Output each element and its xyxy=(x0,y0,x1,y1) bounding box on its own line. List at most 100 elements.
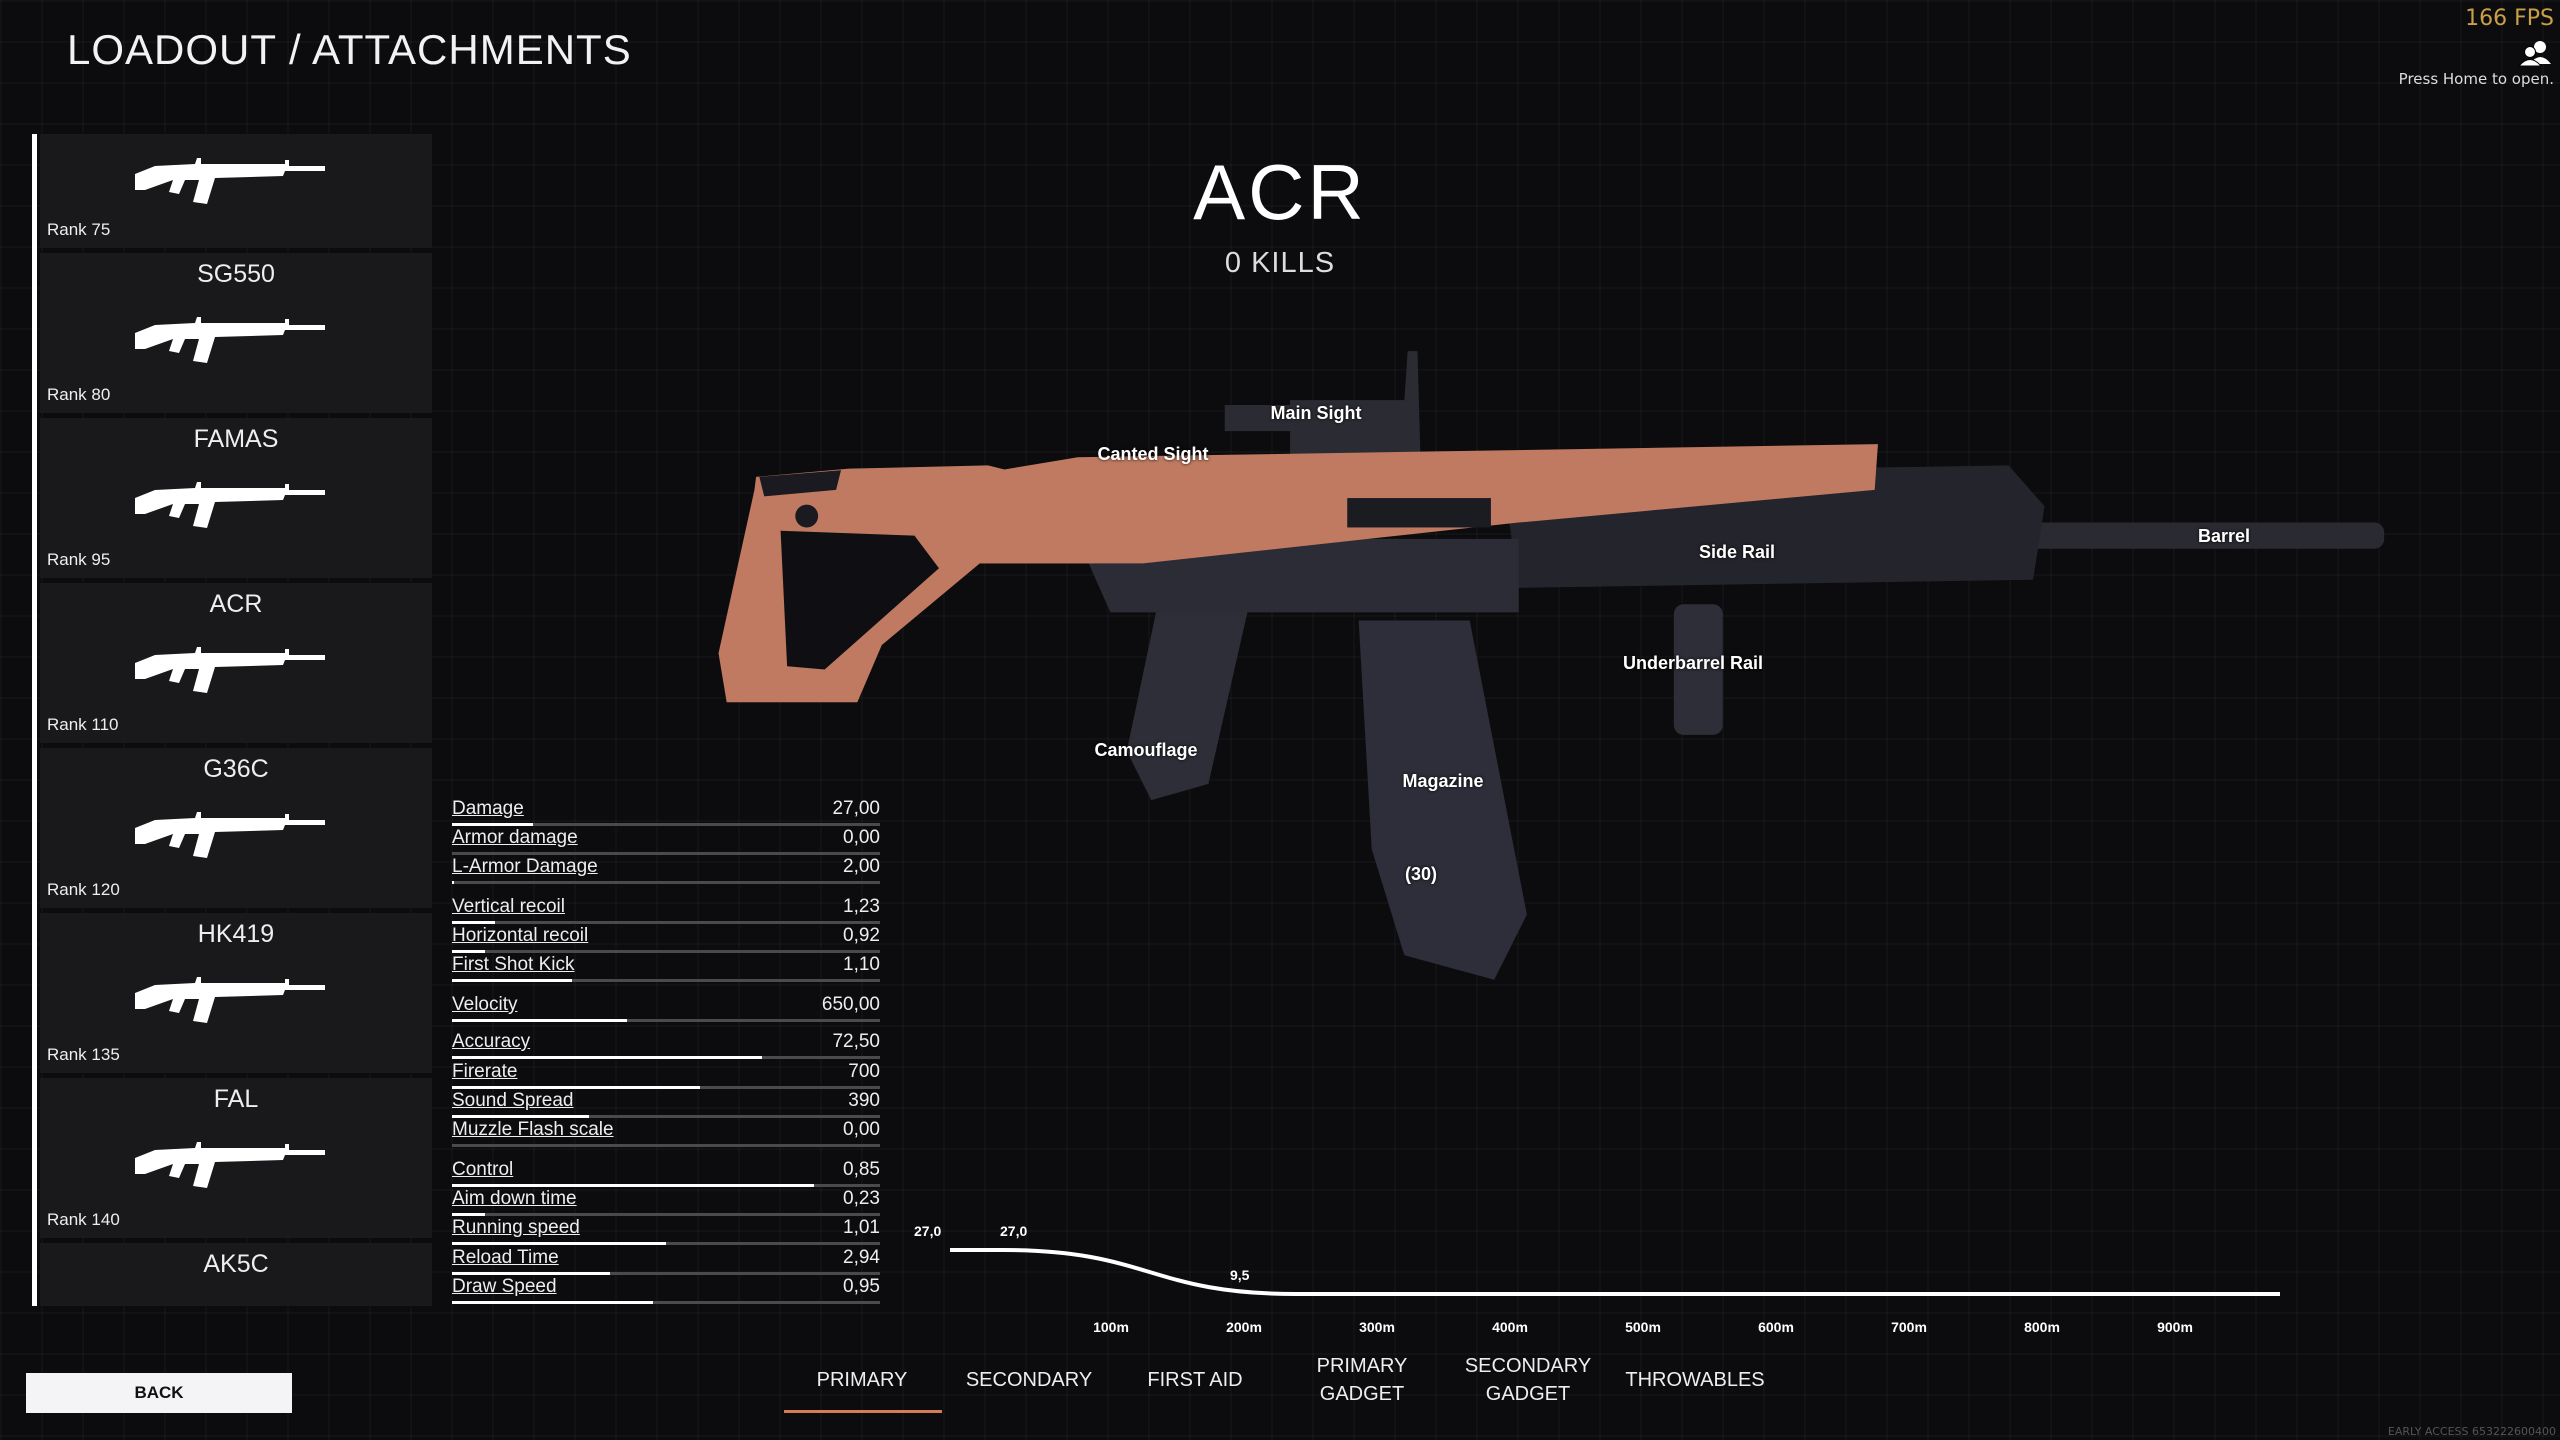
stat-label: Reload Time xyxy=(452,1247,559,1268)
stat-value: 27,00 xyxy=(832,798,880,819)
x-tick-label: 300m xyxy=(1359,1319,1395,1335)
attachment-camouflage[interactable]: Camouflage xyxy=(1094,740,1198,760)
weapon-card-rank: Rank 135 xyxy=(47,1045,120,1064)
weapon-card[interactable]: AK5C xyxy=(40,1243,432,1306)
back-button[interactable]: BACK xyxy=(26,1373,292,1413)
stat-bar xyxy=(452,921,880,924)
damage-line xyxy=(950,1248,2280,1296)
x-tick-label: 100m xyxy=(1093,1319,1129,1335)
attachment-main-sight[interactable]: Main Sight xyxy=(1270,403,1362,423)
attachment-canted-sight[interactable]: Canted Sight xyxy=(1097,444,1209,464)
stat-bar-fill xyxy=(452,823,534,826)
fps-counter: 166 FPS xyxy=(2465,6,2554,31)
stat-value: 0,92 xyxy=(843,925,880,946)
tab-secondary[interactable]: SECONDARY xyxy=(954,1350,1104,1410)
stat-label: Velocity xyxy=(452,994,518,1015)
tab-throwables[interactable]: THROWABLES xyxy=(1620,1350,1770,1410)
weapon-kills: 0 KILLS xyxy=(1224,247,1336,279)
press-home-hint: Press Home to open. xyxy=(2398,70,2554,88)
point-label: 27,0 xyxy=(914,1223,941,1239)
stat-bar xyxy=(452,881,880,884)
weapon-silhouette-icon xyxy=(135,977,325,1023)
stat-label: First Shot Kick xyxy=(452,954,575,975)
tab-label: THROWABLES xyxy=(1625,1369,1765,1391)
weapon-silhouette-icon xyxy=(135,158,325,204)
stat-row: Running speed 1,01 xyxy=(452,1217,880,1245)
weapon-silhouette-icon xyxy=(135,647,325,693)
x-tick-label: 600m xyxy=(1758,1319,1794,1335)
stat-bar-fill xyxy=(452,1301,654,1304)
stat-bar-fill xyxy=(452,1184,814,1187)
attachment-side-rail[interactable]: Side Rail xyxy=(1698,542,1776,562)
attachment-underbarrel-rail[interactable]: Underbarrel Rail xyxy=(1622,653,1764,673)
stat-bar xyxy=(452,1272,880,1275)
stat-value: 0,95 xyxy=(843,1276,880,1297)
magazine-part xyxy=(1358,620,1527,980)
x-tick-label: 900m xyxy=(2157,1319,2193,1335)
stat-bar xyxy=(452,1144,880,1147)
stat-bar xyxy=(452,1056,880,1059)
weapon-card-rank: Rank 75 xyxy=(47,220,111,239)
point-label: 27,0 xyxy=(1000,1223,1027,1239)
stat-bar-fill xyxy=(452,1242,666,1245)
stat-label: Accuracy xyxy=(452,1031,531,1052)
stat-value: 1,01 xyxy=(843,1217,880,1238)
weapon-card[interactable]: Rank 75 xyxy=(40,134,432,248)
stat-bar xyxy=(452,1184,880,1187)
active-tab-indicator xyxy=(784,1410,942,1413)
weapon-silhouette-icon xyxy=(135,1293,325,1306)
tab-label: PRIMARY xyxy=(816,1369,908,1391)
stat-bar-fill xyxy=(452,1019,628,1022)
weapon-card-name: ACR xyxy=(209,590,263,618)
stat-label: Aim down time xyxy=(452,1188,577,1209)
x-tick-label: 200m xyxy=(1226,1319,1262,1335)
friends-icon[interactable] xyxy=(2518,40,2552,66)
stat-label: Running speed xyxy=(452,1217,580,1238)
stat-bar xyxy=(452,950,880,953)
stat-bar xyxy=(452,979,880,982)
attachment-barrel[interactable]: Barrel xyxy=(2197,526,2251,546)
tab-first-aid[interactable]: FIRST AID xyxy=(1120,1350,1270,1410)
stat-bar-fill xyxy=(452,1272,611,1275)
stat-value: 2,00 xyxy=(843,856,880,877)
stat-value: 700 xyxy=(848,1061,880,1082)
x-tick-label: 500m xyxy=(1625,1319,1661,1335)
stat-bar xyxy=(452,1019,880,1022)
handguard-part xyxy=(1502,465,2045,588)
weapon-card-rank: Rank 95 xyxy=(47,550,111,569)
page-title: LOADOUT / ATTACHMENTS xyxy=(67,26,632,73)
weapon-card-name: SG550 xyxy=(197,260,275,288)
stat-bar-fill xyxy=(452,950,485,953)
attachment-magazine[interactable]: Magazine xyxy=(1402,771,1484,791)
tab-secondary-gadget[interactable]: SECONDARY GADGET xyxy=(1453,1350,1603,1410)
tab-primary-gadget[interactable]: PRIMARY GADGET xyxy=(1287,1350,1437,1410)
stat-value: 0,85 xyxy=(843,1159,880,1180)
x-tick-label: 800m xyxy=(2024,1319,2060,1335)
weapon-card-rank: Rank 80 xyxy=(47,385,111,404)
sidebar-scroll-indicator[interactable] xyxy=(32,134,37,1306)
stat-bar xyxy=(452,1115,880,1118)
stat-bar xyxy=(452,852,880,855)
stat-bar xyxy=(452,1213,880,1216)
weapon-card-rank: Rank 120 xyxy=(47,880,120,899)
x-tick-label: 400m xyxy=(1492,1319,1528,1335)
tab-primary[interactable]: PRIMARY xyxy=(787,1350,937,1410)
stat-bar-fill xyxy=(452,1086,701,1089)
stat-value: 390 xyxy=(848,1090,880,1111)
